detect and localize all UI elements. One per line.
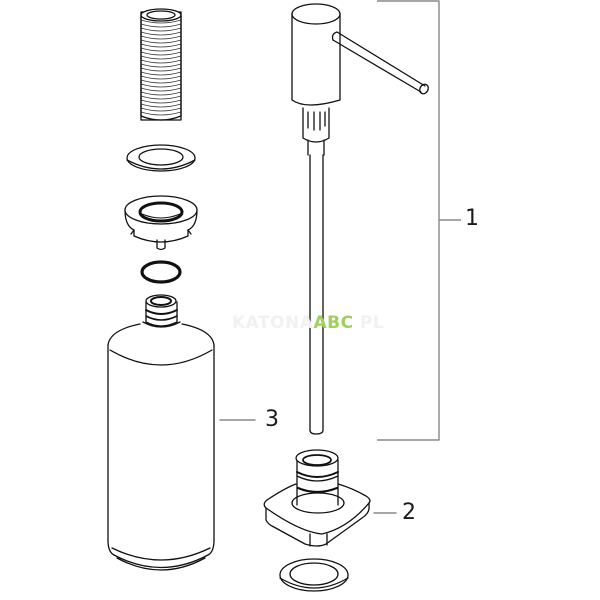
threaded-sleeve <box>140 8 182 121</box>
pump-head-with-spout <box>291 3 429 156</box>
bottle <box>107 294 215 571</box>
watermark-prefix: KATONA <box>232 313 314 333</box>
watermark-brand: ABC <box>313 313 354 333</box>
callout-bracket-1 <box>377 0 461 441</box>
callout-label-2: 2 <box>402 500 416 525</box>
callout-label-1: 1 <box>465 206 479 231</box>
flat-washer-top <box>126 144 196 172</box>
flat-washer-bottom <box>279 558 349 592</box>
callout-label-3: 3 <box>265 407 279 432</box>
dip-tube <box>309 154 324 435</box>
mounting-flange <box>124 195 198 251</box>
square-base-escutcheon <box>263 449 371 547</box>
o-ring <box>140 260 182 284</box>
watermark: KATONAABC PL <box>232 315 384 332</box>
watermark-suffix: PL <box>359 313 385 333</box>
